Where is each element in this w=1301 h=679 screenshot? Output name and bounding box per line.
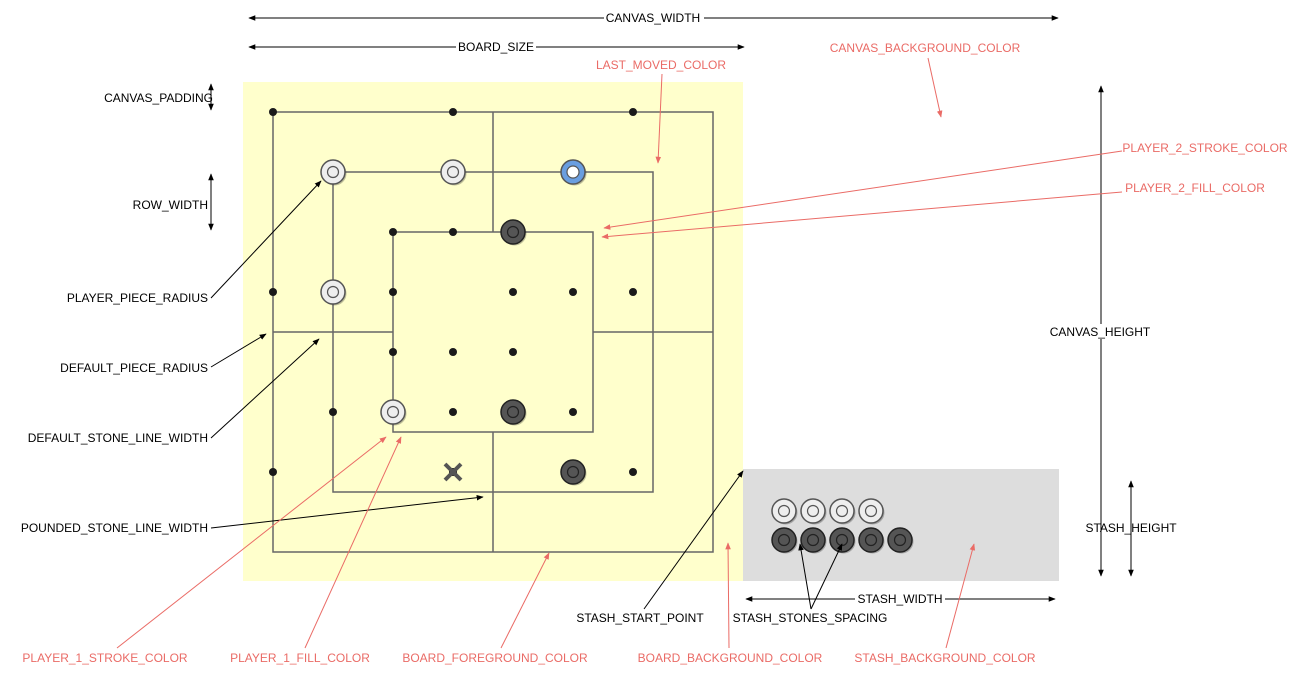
stash-background — [743, 469, 1059, 581]
row-width-label: ROW_WIDTH — [133, 198, 208, 212]
pounded-stone-line-width-arrow — [210, 494, 484, 529]
stash-height-label: STASH_HEIGHT — [1085, 521, 1177, 535]
board-foreground-color-arrow — [500, 552, 550, 649]
canvas-background-color-label: CANVAS_BACKGROUND_COLOR — [830, 41, 1021, 55]
pounded-stone-line-width-label: POUNDED_STONE_LINE_WIDTH — [21, 521, 208, 535]
board-point — [629, 108, 637, 116]
player-1-stroke-color-label: PLAYER_1_STROKE_COLOR — [22, 651, 188, 665]
board-stones — [320, 159, 587, 486]
board-point — [629, 288, 637, 296]
board-point — [569, 288, 577, 296]
player-piece-radius-label: PLAYER_PIECE_RADIUS — [67, 291, 208, 305]
board-size-label: BOARD_SIZE — [458, 40, 534, 54]
stash-spacing-arrow-left — [798, 543, 812, 610]
black-stone — [500, 219, 527, 246]
default-piece-radius-arrow — [210, 333, 267, 368]
labels: CANVAS_WIDTH BOARD_SIZE CANVAS_BACKGROUN… — [21, 11, 1288, 665]
stash-black-stone — [771, 527, 798, 554]
board-point — [449, 348, 457, 356]
board-foreground-color-label: BOARD_FOREGROUND_COLOR — [402, 651, 588, 665]
canvas-height-label: CANVAS_HEIGHT — [1050, 325, 1151, 339]
stash-white-stone — [771, 498, 798, 525]
player-2-fill-color-arrow — [601, 191, 1123, 240]
default-stone-line-width-label: DEFAULT_STONE_LINE_WIDTH — [28, 431, 208, 445]
board-background-color-label: BOARD_BACKGROUND_COLOR — [638, 651, 823, 665]
board-point — [569, 408, 577, 416]
player-piece-radius-arrow — [210, 180, 322, 299]
stash-white-stone — [829, 498, 856, 525]
stash-background-color-arrow — [945, 543, 976, 649]
stash-stones — [771, 498, 914, 554]
canvas-padding-label: CANVAS_PADDING — [104, 91, 213, 105]
stash-background-color-label: STASH_BACKGROUND_COLOR — [854, 651, 1035, 665]
stash-width-label: STASH_WIDTH — [857, 592, 942, 606]
white-stone — [320, 159, 347, 186]
last-moved-color-label: LAST_MOVED_COLOR — [596, 58, 726, 72]
board-point — [509, 348, 517, 356]
board-point — [329, 408, 337, 416]
pounded-stone-mark — [443, 462, 463, 482]
board-point — [269, 288, 277, 296]
color-arrows — [116, 57, 1123, 649]
stash-white-stone — [858, 498, 885, 525]
white-stone — [380, 399, 407, 426]
last-moved-stone — [560, 159, 587, 186]
board-point — [269, 108, 277, 116]
board-point — [629, 468, 637, 476]
canvas-background-color-arrow — [927, 57, 943, 118]
board-lines — [272, 111, 714, 553]
board-point — [449, 228, 457, 236]
player-1-fill-color-label: PLAYER_1_FILL_COLOR — [230, 651, 370, 665]
canvas-width-label: CANVAS_WIDTH — [606, 11, 700, 25]
board-point — [389, 348, 397, 356]
last-moved-color-arrow — [655, 73, 663, 164]
stash-white-stone — [800, 498, 827, 525]
board-point — [269, 468, 277, 476]
white-stone — [440, 159, 467, 186]
stash-black-stone — [858, 527, 885, 554]
black-stone — [500, 399, 527, 426]
stash-black-stone — [887, 527, 914, 554]
board-point — [449, 108, 457, 116]
stash-start-point-arrow — [643, 470, 744, 610]
player-1-stroke-color-arrow — [116, 436, 387, 649]
board-point — [389, 288, 397, 296]
player-2-stroke-color-arrow — [603, 150, 1123, 230]
board-point — [389, 228, 397, 236]
board-point — [509, 288, 517, 296]
player-1-fill-color-arrow — [304, 436, 402, 649]
stash-black-stone — [800, 527, 827, 554]
white-stone — [320, 279, 347, 306]
stash-black-stone — [829, 527, 856, 554]
stash-start-point-label: STASH_START_POINT — [576, 611, 704, 625]
default-piece-radius-label: DEFAULT_PIECE_RADIUS — [60, 361, 208, 375]
board-point — [449, 408, 457, 416]
player-2-stroke-color-label: PLAYER_2_STROKE_COLOR — [1122, 141, 1288, 155]
black-stone — [560, 459, 587, 486]
board-background-color-arrow — [725, 542, 731, 649]
stash-spacing-arrow-right — [810, 543, 843, 610]
stash-stones-spacing-label: STASH_STONES_SPACING — [733, 611, 888, 625]
default-stone-line-width-arrow — [210, 338, 320, 439]
player-2-fill-color-label: PLAYER_2_FILL_COLOR — [1125, 181, 1265, 195]
